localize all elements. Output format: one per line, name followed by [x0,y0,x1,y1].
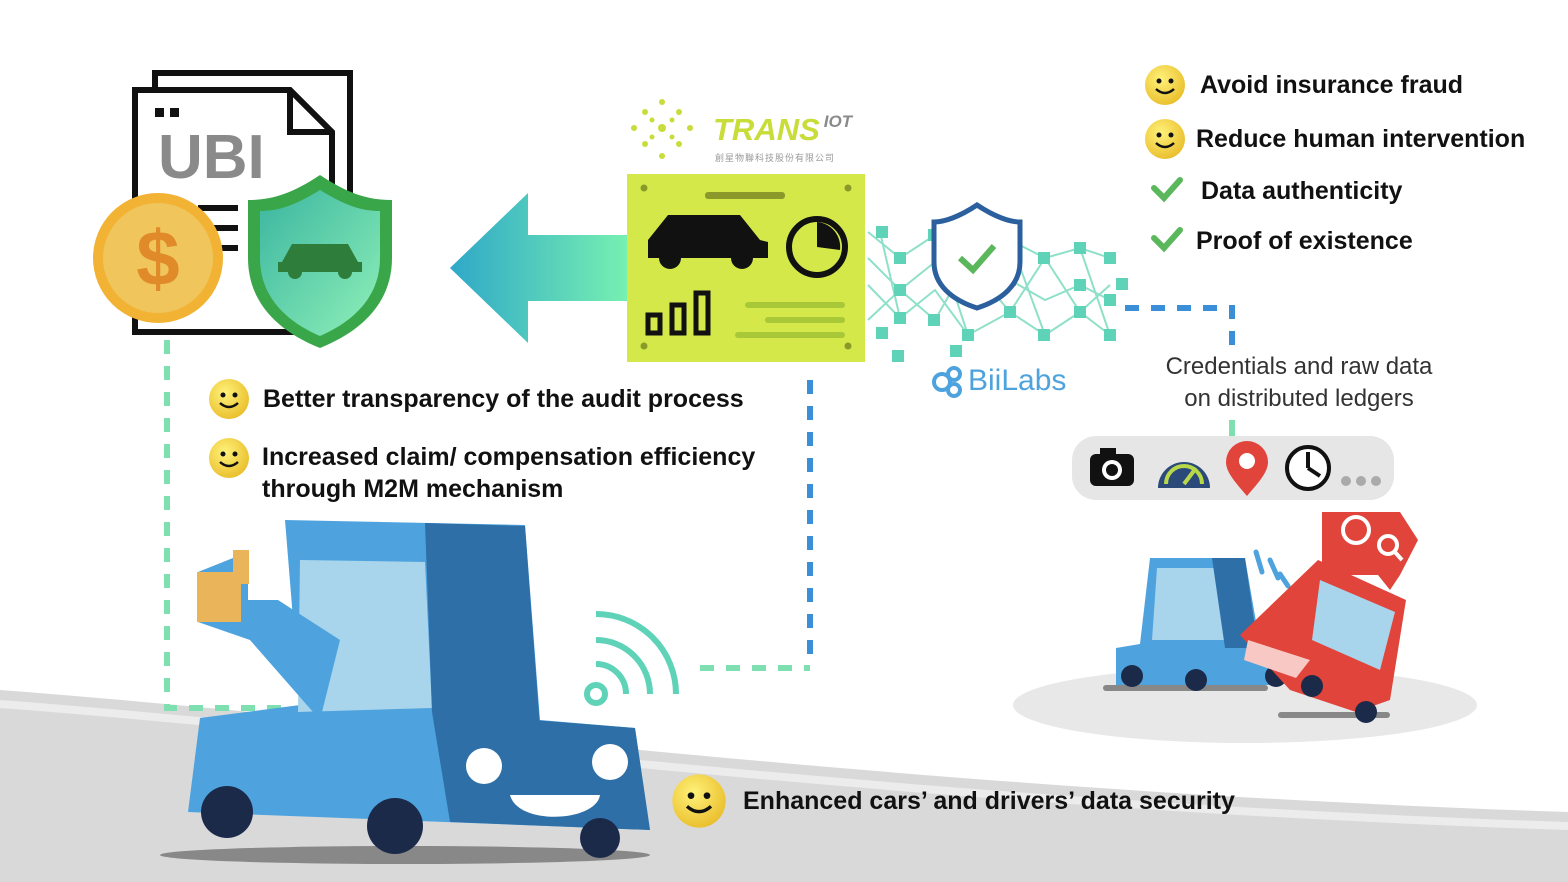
data-flow-arrow [450,193,640,343]
car-eye-left [466,748,502,784]
car-smile [510,795,600,817]
smiley-icon [209,438,249,478]
car-icon [648,215,768,269]
benefit-claim-efficiency-line1: Increased claim/ compensation efficiency [262,443,756,471]
transiot-logo-subtitle: 創星物聯科技股份有限公司 [715,153,836,163]
smiley-icon [209,379,249,419]
checkmark-icon [957,244,997,275]
bar-chart-icon [645,290,711,336]
dollar-sign: $ [136,214,179,302]
clock-icon [1285,445,1331,491]
speedometer-icon [1158,462,1210,488]
transiot-logo-text: TRANS [713,112,820,147]
ledger-caption-line2: on distributed ledgers [1184,385,1414,412]
smiley-icon [672,774,726,828]
coin-icon [93,193,223,323]
ledger-caption-line1: Credentials and raw data [1165,353,1433,380]
location-pin-icon [1226,441,1268,496]
crashed-blue-car [1103,558,1287,691]
pie-chart-icon [786,216,848,278]
crashed-red-car [1240,560,1406,723]
benefit-reduce-human-intervention: Reduce human intervention [1196,125,1526,153]
car-icon [278,244,362,279]
security-shield-icon [931,201,1023,311]
ubi-label: UBI [158,123,265,192]
text-lines [735,302,845,338]
smiley-icon [1145,119,1185,159]
smiley-icon [1145,65,1185,105]
road-ground-highlight [0,700,1568,830]
benefit-data-security: Enhanced cars’ and drivers’ data securit… [743,787,1235,815]
dashed-connector-green [164,340,810,711]
vehicle-dashboard-panel [627,174,865,362]
benefit-avoid-insurance-fraud: Avoid insurance fraud [1200,71,1464,99]
damage-report-icon [1322,512,1418,590]
sensor-icon-bar [1072,436,1394,500]
biilabs-logo-text: BiiLabs [968,364,1067,397]
camera-icon [1090,448,1134,486]
benefit-claim-efficiency-line2: through M2M mechanism [262,475,564,503]
impact-lines [1253,549,1291,589]
dashed-connector-blue [807,305,1235,660]
insurance-shield-icon [248,175,392,348]
more-dots-icon [1341,476,1381,486]
checkmark-icon [1151,227,1183,253]
car-eye-right [592,744,628,780]
wireless-signal-icon [584,611,679,706]
benefit-audit-transparency: Better transparency of the audit process [263,385,744,413]
checkmark-icon [1151,177,1183,203]
benefit-data-authenticity: Data authenticity [1201,177,1403,205]
transiot-logo-suffix: IOT [823,112,853,131]
transiot-logo-dots [631,99,693,159]
benefit-proof-of-existence: Proof of existence [1196,227,1413,255]
biilabs-logo-icon [932,366,962,398]
smiling-car-icon [160,520,650,864]
